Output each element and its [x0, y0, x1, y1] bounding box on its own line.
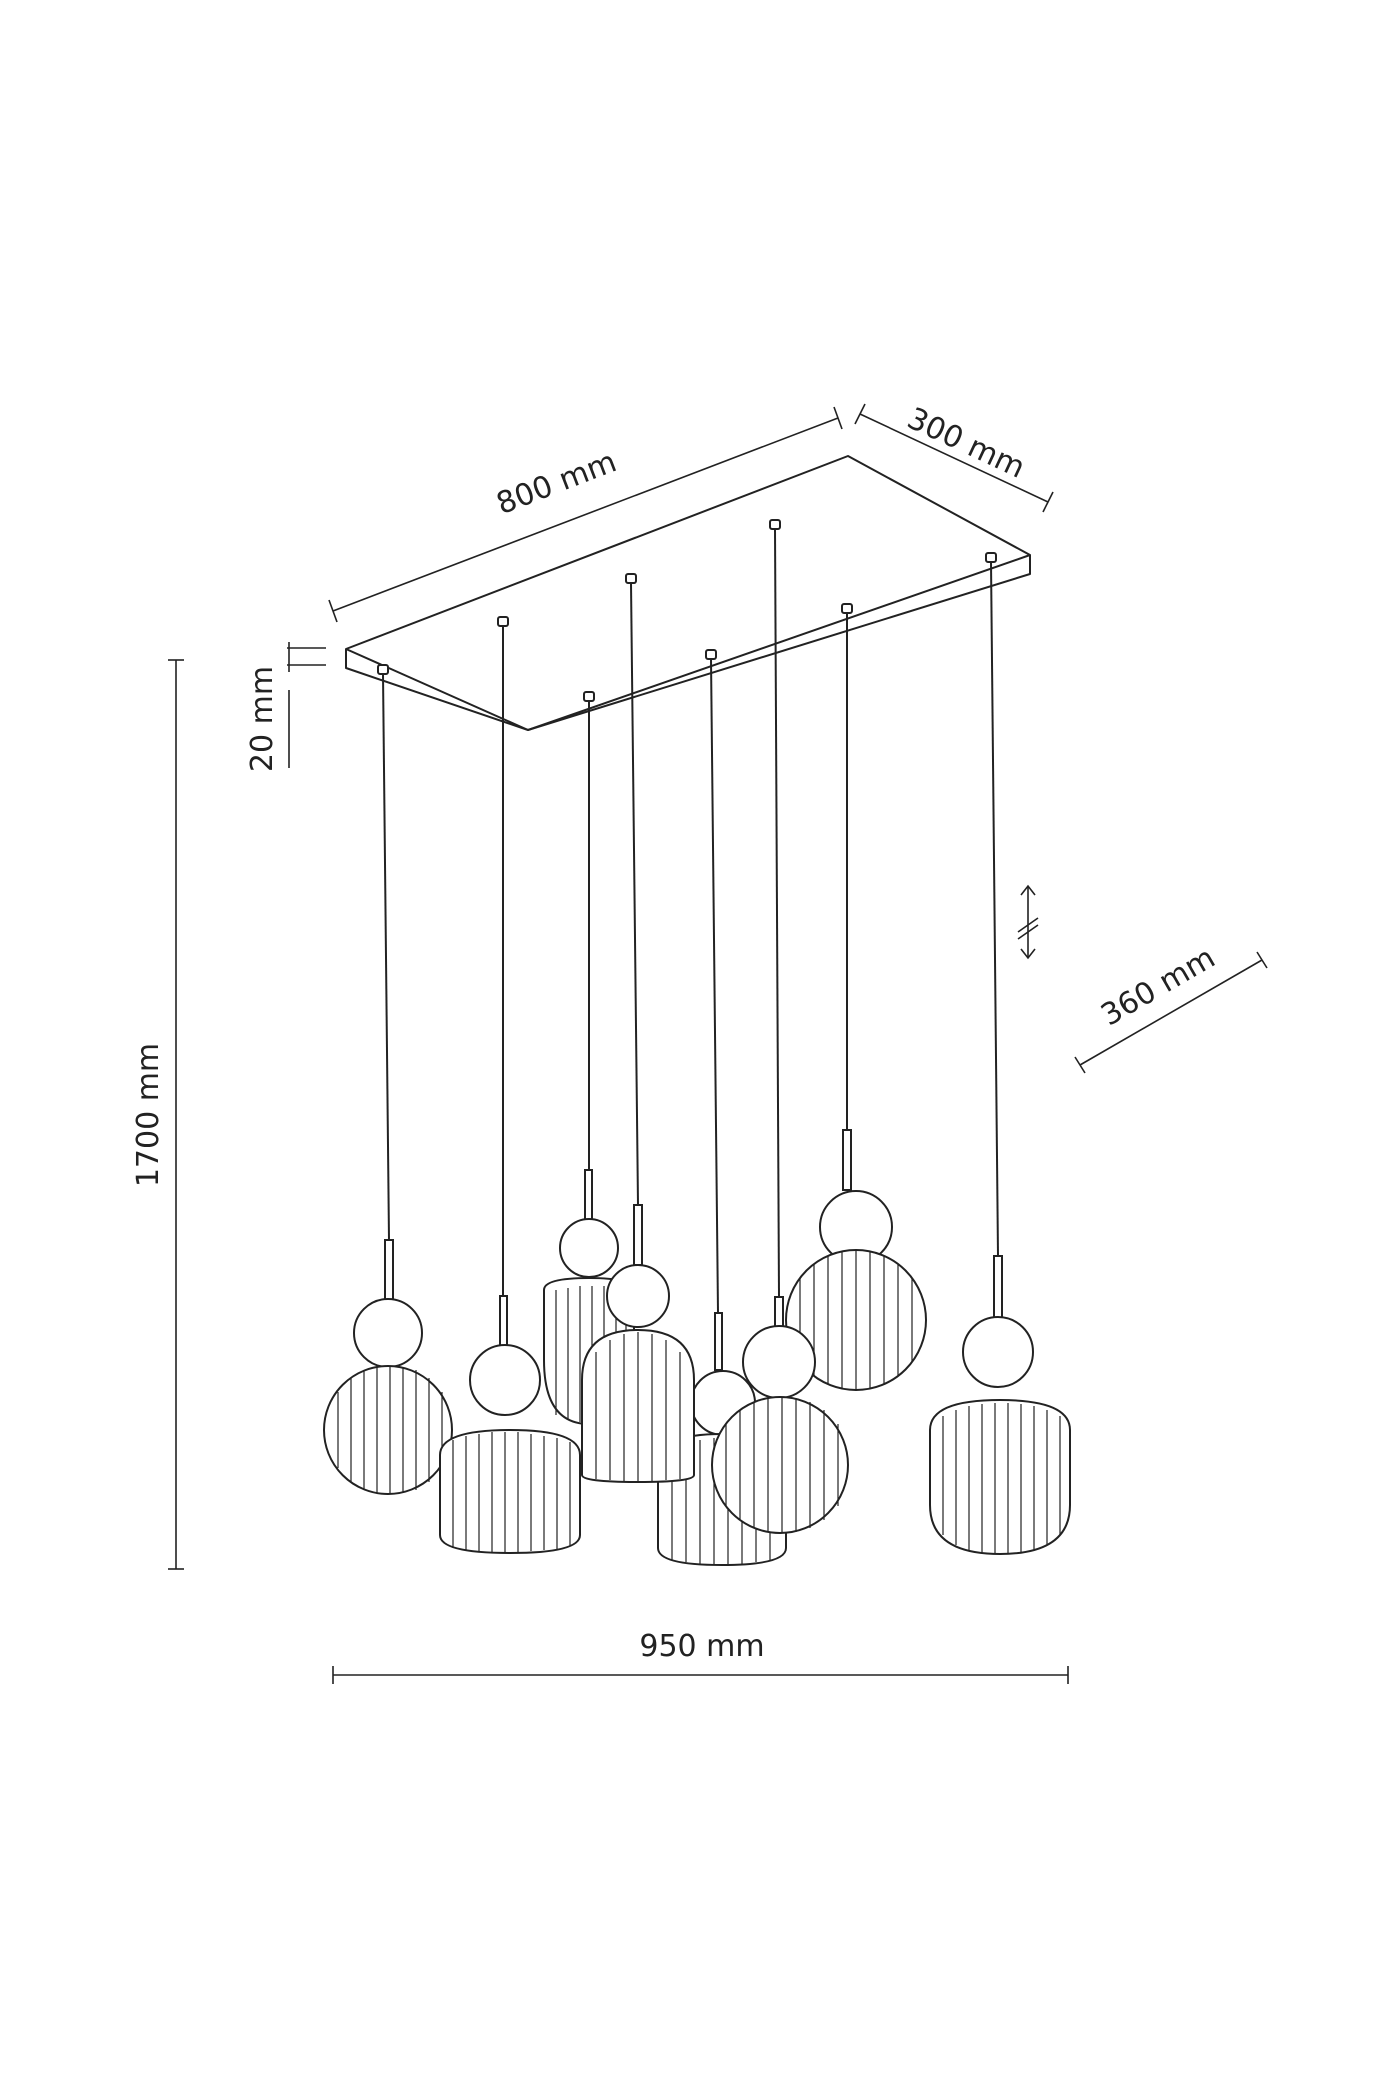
- pendant-2: [439, 616, 581, 1555]
- pendant-5: [581, 573, 695, 1484]
- length-label: 800 mm: [492, 444, 621, 522]
- pendant-1: [323, 664, 453, 1495]
- adjustable-length-arrows-icon: [1017, 884, 1039, 960]
- dimension-lines: [168, 403, 1268, 1684]
- pendant-3: [929, 552, 1071, 1556]
- canopy-plate: [345, 455, 1031, 731]
- pendant-7: [711, 519, 849, 1534]
- pendant-8: [785, 603, 927, 1391]
- total-height-label: 1700 mm: [131, 1043, 166, 1187]
- total-width-label: 950 mm: [639, 1629, 764, 1664]
- canopy-height-label: 20 mm: [245, 666, 280, 772]
